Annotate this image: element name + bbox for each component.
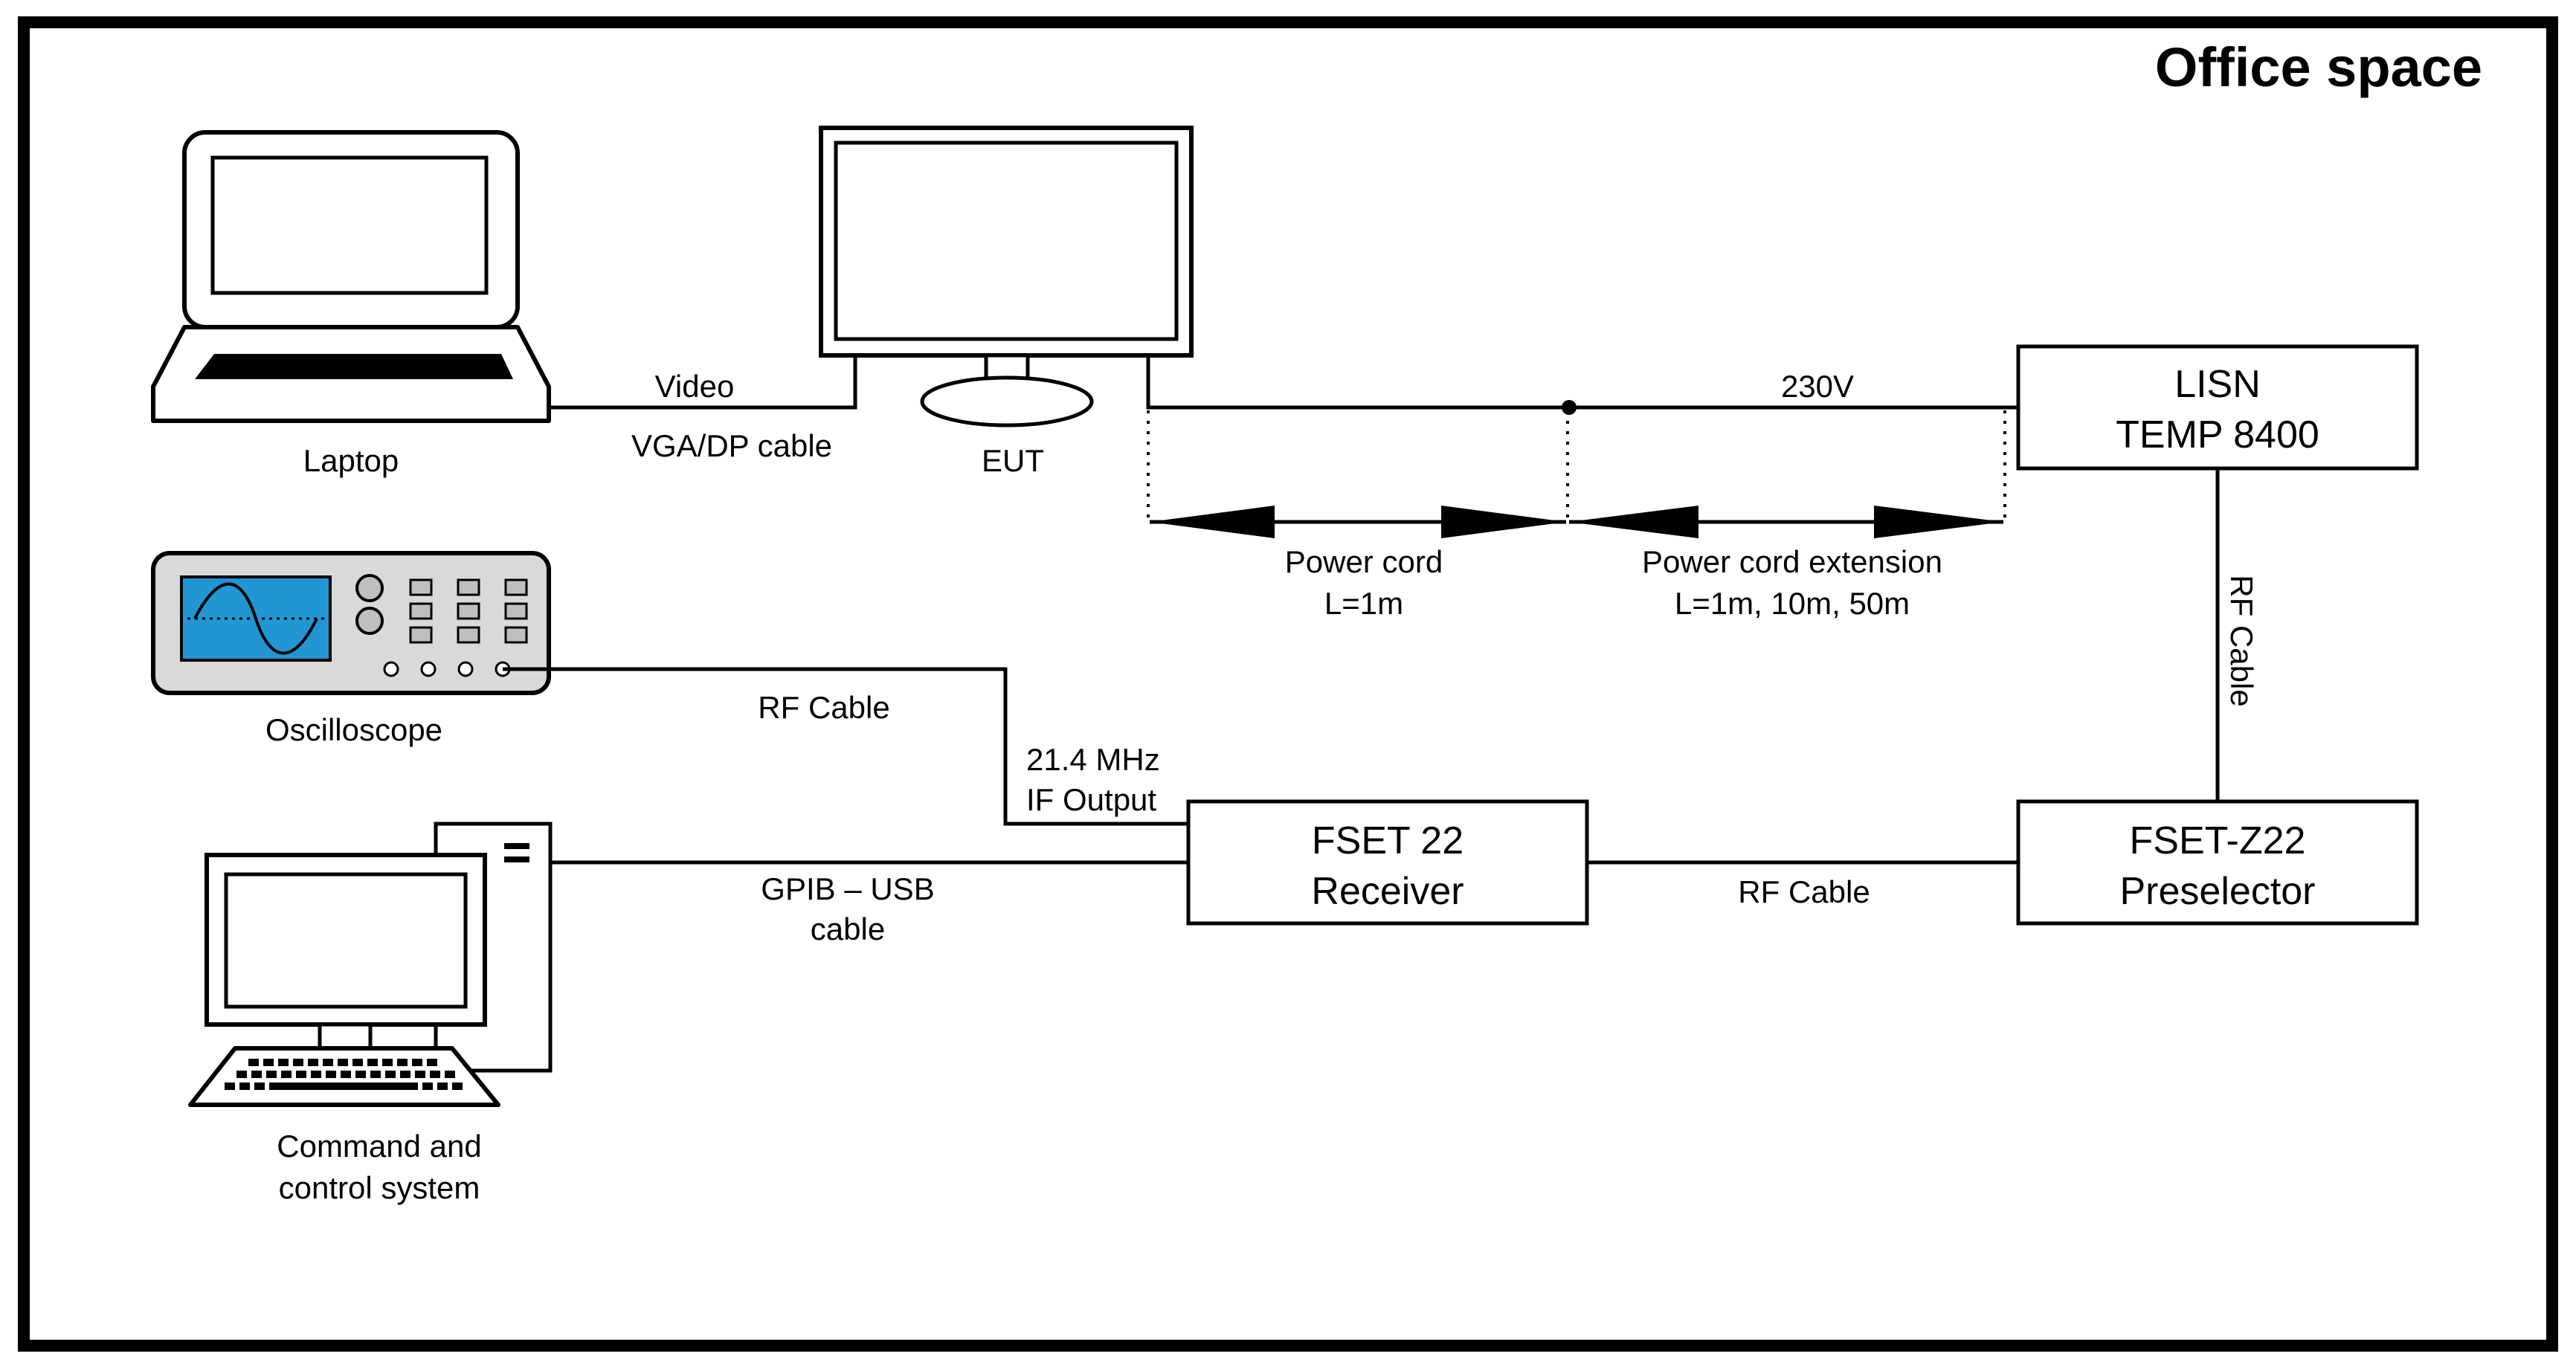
vga-cable-label: VGA/DP cable xyxy=(631,428,832,463)
rf-cable-osc-label: RF Cable xyxy=(758,690,889,725)
rf-cable-vertical-label: RF Cable xyxy=(2224,575,2259,706)
if-output-rf-cable xyxy=(503,667,1188,826)
power-line xyxy=(1146,355,2018,410)
lisn-model-label: TEMP 8400 xyxy=(2116,413,2319,456)
laptop-icon xyxy=(151,130,551,423)
power-cord-label: Power cord xyxy=(1285,544,1443,579)
power-cord-length-label: L=1m xyxy=(1324,586,1403,621)
power-cord-dimension-arrow xyxy=(1150,506,1566,538)
diagram-title: Office space xyxy=(2155,36,2482,98)
power-junction-dot xyxy=(1562,400,1577,415)
gpib-label: GPIB – USB xyxy=(761,871,934,906)
if-output-label: IF Output xyxy=(1026,782,1156,817)
power-extension-lengths-label: L=1m, 10m, 50m xyxy=(1675,586,1910,621)
laptop-label: Laptop xyxy=(303,443,399,478)
preselector-label: Preselector xyxy=(2120,870,2316,913)
video-label: Video xyxy=(655,369,735,404)
rf-cable-bottom-label: RF Cable xyxy=(1738,874,1870,909)
if-frequency-label: 21.4 MHz xyxy=(1026,742,1160,777)
video-cable xyxy=(549,355,857,410)
power-extension-label: Power cord extension xyxy=(1642,544,1942,579)
power-cord-extension-dimension-arrow xyxy=(1569,506,2003,538)
receiver-model-label: FSET 22 xyxy=(1312,819,1464,862)
preselector-model-label: FSET-Z22 xyxy=(2130,819,2306,862)
receiver-box xyxy=(1186,799,1589,926)
voltage-label: 230V xyxy=(1781,369,1854,404)
command-control-label-line1: Command and xyxy=(277,1129,481,1164)
receiver-label: Receiver xyxy=(1311,870,1464,913)
command-control-computer-icon xyxy=(188,822,553,1107)
eut-label: EUT xyxy=(982,443,1044,478)
outer-frame xyxy=(18,16,2558,1352)
eut-monitor-icon xyxy=(819,126,1194,428)
lisn-label: LISN xyxy=(2174,363,2261,406)
command-control-label-line2: control system xyxy=(279,1170,480,1205)
preselector-box xyxy=(2016,799,2419,926)
oscilloscope-icon xyxy=(151,551,551,695)
oscilloscope-label: Oscilloscope xyxy=(265,712,442,747)
gpib-cable-label: cable xyxy=(811,912,885,946)
